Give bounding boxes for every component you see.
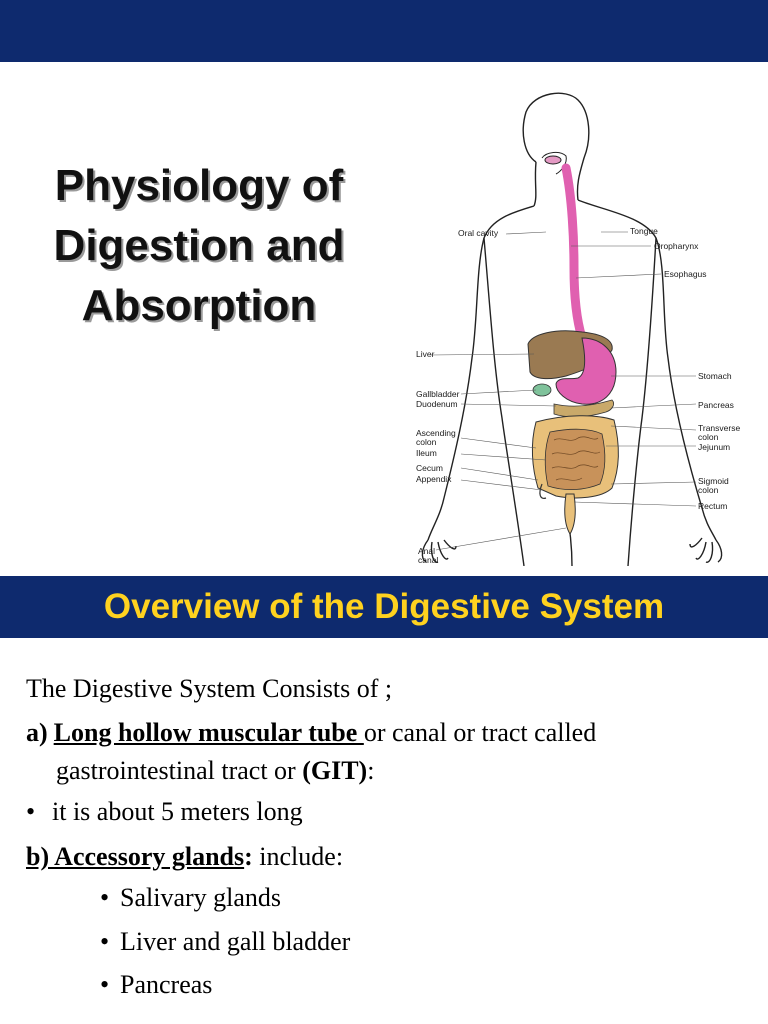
rectum (564, 493, 576, 535)
item-b-line: b) Accessory glands: include: (26, 842, 343, 872)
label-tongue: Tongue (630, 226, 658, 236)
label-canal: canal (418, 555, 438, 565)
item-a-git: (GIT) (302, 756, 368, 785)
label-sigmoid-colon: colon (698, 485, 719, 495)
item-a-line-2: gastrointestinal tract or (GIT): (56, 756, 374, 786)
item-b-rest: include: (252, 842, 344, 871)
digestive-system-diagram: Oral cavity Liver Gallbladder Duodenum A… (416, 92, 740, 566)
label-ascending: Ascending (416, 428, 456, 438)
item-a-marker: a) (26, 718, 48, 747)
label-gallbladder: Gallbladder (416, 389, 460, 399)
bullet-length: • it is about 5 meters long (26, 797, 303, 827)
title-line-3: Absorption (81, 281, 317, 330)
item-a-line-1: a)Long hollow muscular tube or canal or … (26, 718, 596, 748)
intro-line: The Digestive System Consists of ; (26, 674, 393, 703)
label-transverse: Transverse (698, 423, 740, 433)
title-line-1: Physiology of (54, 161, 344, 210)
slide-body: The Digestive System Consists of ; a)Lon… (0, 638, 768, 1024)
item-b-colon: : (244, 842, 253, 871)
bullet-symbol: • (26, 797, 36, 826)
gland-item-2: • Liver and gall bladder (100, 927, 350, 957)
slide-title: Physiology of Digestion and Absorption (14, 156, 384, 336)
stomach (555, 337, 617, 405)
gland-item-3: • Pancreas (100, 970, 212, 1000)
label-cecum: Cecum (416, 463, 443, 473)
label-stomach: Stomach (698, 371, 732, 381)
title-slide: Physiology of Digestion and Absorption (0, 62, 768, 576)
label-ascending-colon: colon (416, 437, 437, 447)
title-line-2: Digestion and (53, 221, 345, 270)
label-jejunum: Jejunum (698, 442, 730, 452)
item-a-line2-prefix: gastrointestinal tract or (56, 756, 303, 785)
label-ileum: Ileum (416, 448, 437, 458)
gland-text-3: Pancreas (120, 970, 213, 999)
gland-bullet-2: • (100, 927, 110, 956)
label-sigmoid: Sigmoid (698, 476, 729, 486)
mouth-and-throat (541, 151, 567, 175)
top-bar (0, 0, 768, 62)
label-and: and (418, 564, 432, 566)
esophagus (561, 163, 587, 343)
gland-bullet-1: • (100, 883, 110, 912)
item-b-label: b) Accessory glands (26, 842, 245, 871)
gland-item-1: • Salivary glands (100, 883, 281, 913)
label-esophagus: Esophagus (664, 269, 707, 279)
bullet-length-text: it is about 5 meters long (52, 797, 303, 826)
section-banner: Overview of the Digestive System (0, 576, 768, 638)
gland-text-2: Liver and gall bladder (120, 927, 351, 956)
leader-lines (430, 231, 697, 551)
label-pancreas: Pancreas (698, 400, 734, 410)
intestine-coils (551, 436, 601, 481)
item-a-rest-text: or canal or tract called (363, 718, 597, 747)
gland-text-1: Salivary glands (120, 883, 282, 912)
label-appendix: Appendix (416, 474, 452, 484)
label-anal: Anal (418, 546, 435, 556)
label-transverse-colon: colon (698, 432, 719, 442)
item-a-line2-suffix: : (367, 756, 375, 785)
gland-bullet-3: • (100, 970, 110, 999)
label-oral-cavity: Oral cavity (458, 228, 499, 238)
appendix (539, 483, 547, 499)
label-rectum: Rectum (698, 501, 727, 511)
item-a-underlined-text: Long hollow muscular tube (53, 718, 364, 747)
label-duodenum: Duodenum (416, 399, 458, 409)
small-intestine (544, 428, 606, 490)
banner-title: Overview of the Digestive System (103, 587, 665, 626)
body-outline (421, 92, 723, 566)
label-oropharynx: Oropharynx (654, 241, 699, 251)
label-liver: Liver (416, 349, 435, 359)
